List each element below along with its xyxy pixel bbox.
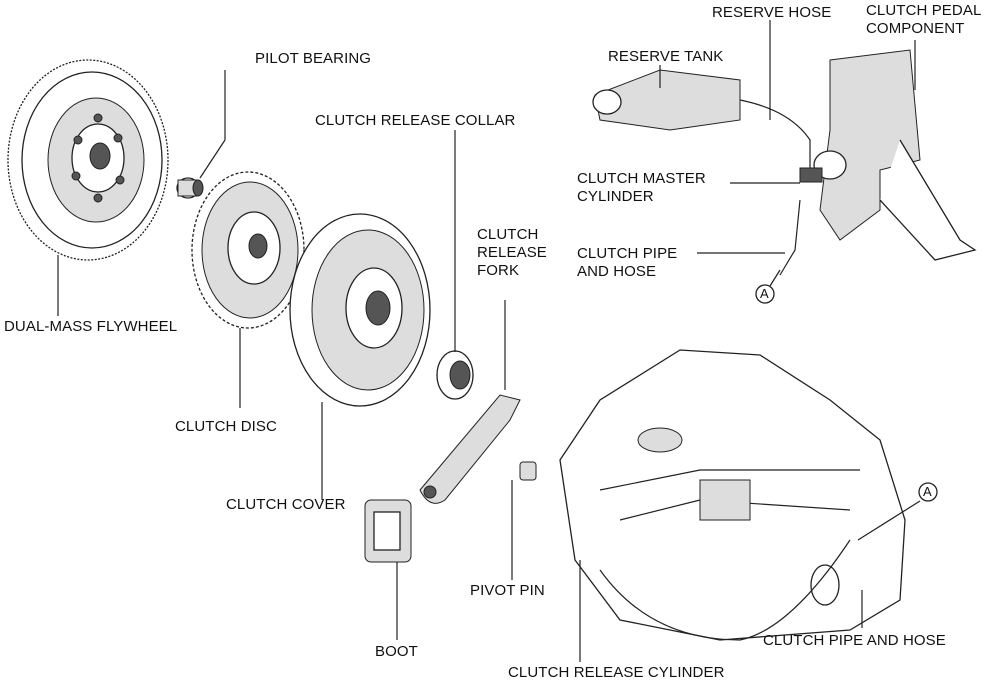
label-clutch-pedal-component: CLUTCH PEDAL COMPONENT [866,2,982,37]
marker-a-upper [755,269,781,304]
transmission-drawing [559,349,906,641]
marker-a-upper-text: A [760,286,769,301]
label-clutch-release-collar: CLUTCH RELEASE COLLAR [315,112,516,129]
reserve-tank-drawing [592,69,741,131]
clutch-cover-drawing [289,213,431,407]
label-clutch-release-fork: CLUTCH RELEASE FORK [477,226,547,279]
label-reserve-hose: RESERVE HOSE [712,4,832,21]
clutch-release-fork-drawing [419,394,521,504]
label-clutch-cover: CLUTCH COVER [226,496,346,513]
label-clutch-master-cylinder: CLUTCH MASTER CYLINDER [577,170,706,205]
clutch-pedal-drawing [799,49,977,261]
clutch-disc-drawing [191,171,305,329]
label-clutch-pipe-and-hose-lower: CLUTCH PIPE AND HOSE [763,632,946,649]
marker-a-lower [857,482,938,541]
label-clutch-release-cylinder: CLUTCH RELEASE CYLINDER [508,664,725,681]
label-reserve-tank: RESERVE TANK [608,48,724,65]
label-pilot-bearing: PILOT BEARING [255,50,372,67]
dual-mass-flywheel-drawing [7,59,169,261]
boot-drawing [364,499,412,563]
label-pivot-pin: PIVOT PIN [470,582,545,599]
clutch-release-collar-drawing [436,350,474,400]
marker-a-lower-text: A [923,484,932,499]
label-boot: BOOT [375,643,418,660]
label-dual-mass-flywheel: DUAL-MASS FLYWHEEL [4,318,178,335]
label-clutch-disc: CLUTCH DISC [175,418,277,435]
pivot-pin-drawing [519,461,537,481]
label-clutch-pipe-and-hose-upper: CLUTCH PIPE AND HOSE [577,245,678,280]
pilot-bearing-drawing [176,177,204,199]
